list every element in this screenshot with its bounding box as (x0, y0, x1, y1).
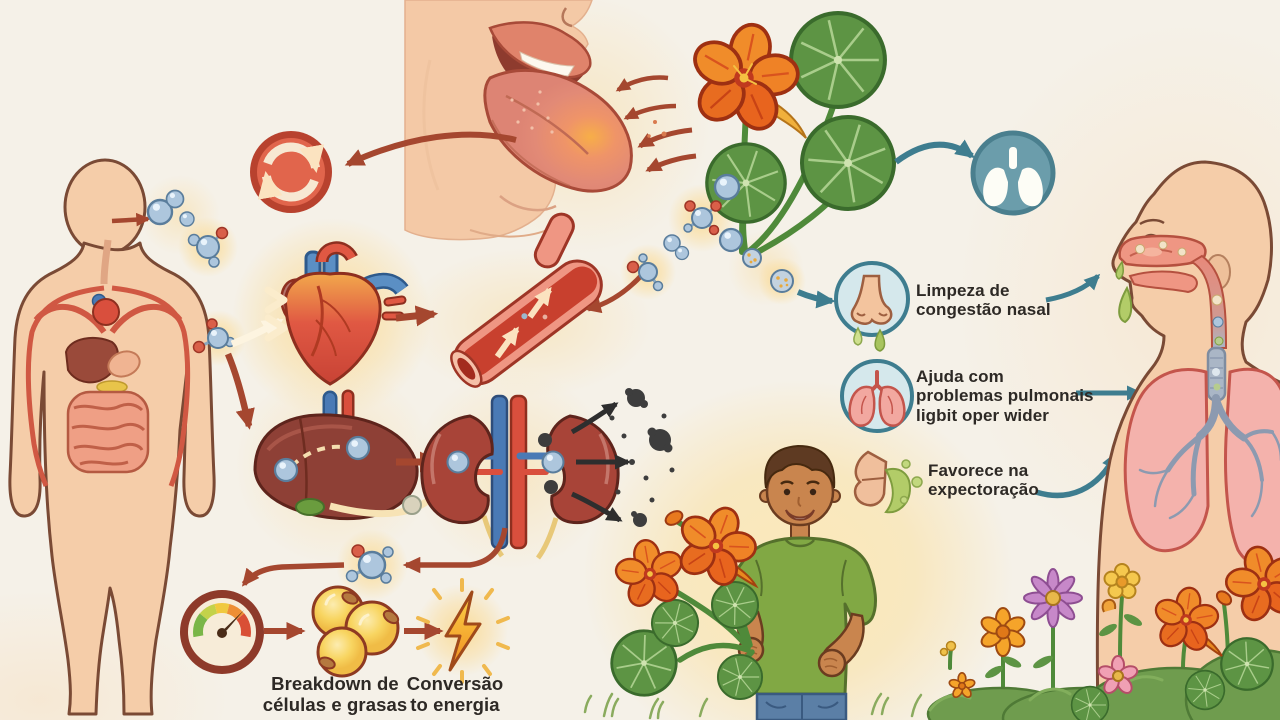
man-with-plant (603, 444, 877, 720)
pink-lungs-icon (840, 359, 914, 433)
lungs-circle-icon (970, 130, 1056, 216)
waste-particles (570, 388, 675, 527)
cough-icon (853, 450, 923, 514)
label-fat-breakdown: Breakdown de células e grasas (262, 673, 408, 715)
cycle-icon (250, 131, 332, 213)
molecule-trail (626, 173, 836, 309)
nasal-pointer-arrow (1045, 273, 1101, 303)
garden-flowers (926, 536, 1280, 720)
mouth-tongue-illustration (404, 0, 633, 241)
left-body-illustration (8, 158, 216, 716)
nose-icon (834, 261, 910, 352)
label-nasal-cleansing: Limpeza de congestão nasal (916, 281, 1051, 320)
aroma-arrows (615, 75, 697, 173)
metabolite-path (241, 527, 508, 587)
label-energy-conversion: Conversão to energia (406, 673, 504, 715)
kidneys-illustration (420, 394, 620, 560)
lightning-icon (416, 578, 510, 684)
label-pulmonary-help: Ajuda com problemas pulmonais ligbit ope… (916, 367, 1094, 425)
fat-cells-icon (311, 585, 400, 678)
heart-to-vessel-arrow (395, 305, 439, 327)
mouth-to-cycle-arrow (344, 131, 517, 167)
blood-vessel-illustration (450, 212, 603, 388)
gauge-icon (180, 590, 264, 674)
heart-illustration (264, 241, 409, 386)
flow-particle (402, 495, 422, 515)
plant-to-lungs-arrow (894, 139, 975, 165)
label-expectoration: Favorece na expectoração (928, 461, 1039, 500)
liver-illustration (253, 389, 419, 521)
grass-tufts (583, 692, 923, 720)
